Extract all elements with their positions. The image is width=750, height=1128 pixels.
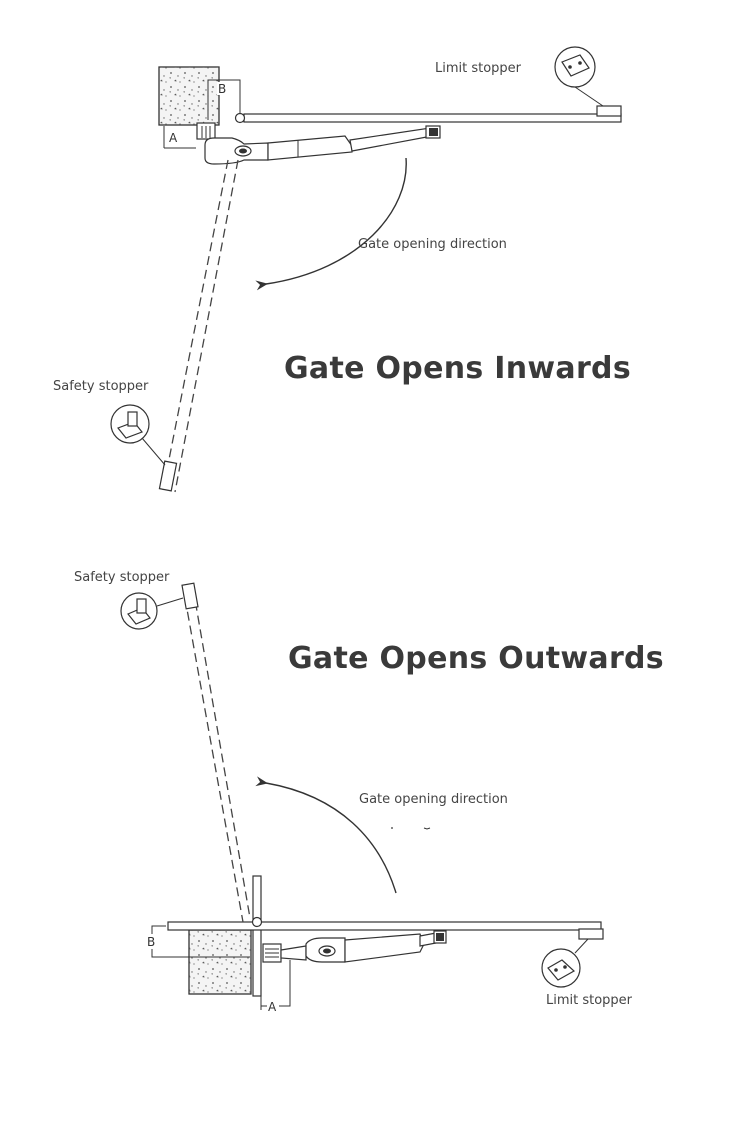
dimension-a-bottom: [260, 960, 291, 1012]
title-outwards: Gate Opens Outwards: [288, 641, 664, 676]
dimension-b-bottom: [145, 925, 250, 958]
gate-operator-bottom: [280, 930, 447, 963]
post-bottom: [252, 875, 262, 997]
safety-stopper-callout-bottom: [120, 592, 184, 630]
gate-leaf-closed-top: [234, 105, 622, 124]
dim-b-label-top: B: [218, 82, 226, 96]
hinge-top: [234, 112, 246, 124]
direction-arrow-bottom: [255, 776, 397, 894]
direction-arrow-top: [255, 157, 407, 291]
gate-leaf-open-top: [158, 159, 239, 493]
limit-stopper-callout-bottom: [541, 938, 589, 988]
safety-stopper-callout-top: [110, 404, 166, 466]
safety-stopper-label-bottom: Safety stopper: [74, 570, 170, 585]
dim-a-label-bottom: A: [268, 1000, 277, 1014]
limit-stopper-block-bottom: [578, 928, 604, 940]
safety-stopper-block-bottom: [181, 582, 199, 610]
post-bracket-bottom: [262, 943, 282, 963]
inward-diagram: B A: [53, 46, 631, 493]
limit-stopper-callout-top: [554, 46, 604, 107]
safety-stopper-label-top: Safety stopper: [53, 379, 149, 394]
limit-stopper-label-bottom: Limit stopper: [546, 993, 633, 1008]
outward-diagram: B A: [74, 570, 664, 1014]
gate-leaf-closed-bottom: [167, 916, 604, 940]
gate-leaf-open-bottom: [181, 582, 251, 923]
dim-b-label-bottom: B: [147, 935, 155, 949]
safety-stopper-block-top: [158, 460, 178, 492]
direction-label-top: Gate opening direction: [358, 237, 507, 252]
direction-label-bottom: Gate opening direction: [359, 792, 508, 807]
post-bracket-top: [196, 122, 216, 140]
dimension-a-top: [163, 126, 196, 149]
limit-stopper-label-top: Limit stopper: [435, 61, 522, 76]
limit-stopper-block-top: [596, 105, 622, 117]
hinge-bottom: [251, 916, 263, 928]
title-inwards: Gate Opens Inwards: [284, 351, 631, 386]
gate-operator-top: [204, 125, 441, 165]
dim-a-label-top: A: [169, 131, 178, 145]
dimension-b-top: [207, 79, 241, 120]
